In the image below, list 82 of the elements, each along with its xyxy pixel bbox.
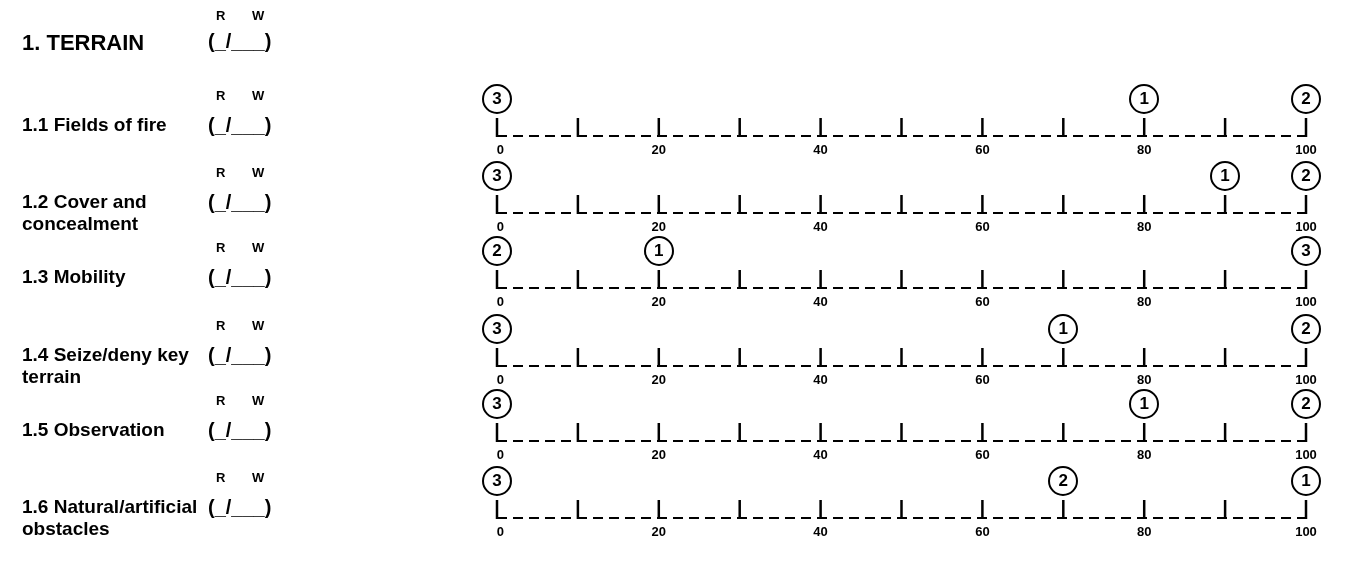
column-header: W	[252, 393, 265, 408]
column-header: W	[252, 165, 265, 180]
scale-number: 80	[1136, 372, 1152, 387]
scale-number: 60	[975, 447, 990, 462]
scale-number: 0	[496, 372, 505, 387]
column-header: R	[216, 88, 226, 103]
circled-number: 2	[482, 236, 512, 266]
scale-number: 40	[813, 447, 828, 462]
column-header: R	[216, 165, 226, 180]
scale-number: 20	[651, 142, 667, 157]
circled-number: 1	[1291, 466, 1321, 496]
scale-number: 100	[1295, 219, 1317, 234]
circled-number: 1	[1210, 161, 1241, 191]
column-header: R	[216, 393, 226, 408]
scale-number: 20	[651, 294, 667, 309]
circled-number: 3	[1291, 236, 1321, 266]
scale-number: 60	[975, 524, 990, 539]
scale-number: 20	[651, 524, 667, 539]
scale-number: 0	[496, 219, 505, 234]
scale-number: 80	[1136, 142, 1152, 157]
circled-number: 2	[1291, 161, 1321, 191]
column-header: W	[252, 318, 265, 333]
score-blank: (_/___)	[208, 344, 272, 367]
scale-number: 100	[1295, 524, 1317, 539]
item-label: 1.6 Natural/artificial obstacles	[22, 496, 199, 540]
scale-number: 100	[1295, 294, 1317, 309]
scale-number: 80	[1136, 219, 1152, 234]
circled-number: 2	[1048, 466, 1079, 496]
scale-number: 40	[813, 294, 828, 309]
column-header: R	[216, 240, 226, 255]
item-label: 1.5 Observation	[22, 419, 166, 441]
scale-number: 0	[496, 447, 505, 462]
circled-number: 1	[1048, 314, 1079, 344]
scale-number: 0	[496, 142, 505, 157]
circled-number: 3	[482, 314, 512, 344]
column-header: W	[252, 240, 265, 255]
scale-number: 100	[1295, 372, 1317, 387]
scale-number: 80	[1136, 447, 1152, 462]
column-header: W	[252, 88, 265, 103]
score-blank: (_/___)	[208, 191, 272, 214]
scale-number: 60	[975, 219, 990, 234]
item-label: 1.3 Mobility	[22, 266, 127, 288]
circled-number: 3	[482, 389, 512, 419]
circled-number: 1	[643, 236, 674, 266]
column-header: W	[252, 470, 265, 485]
scale-number: 20	[651, 372, 667, 387]
item-label: 1.4 Seize/deny key terrain	[22, 344, 190, 388]
score-blank: (_/___)	[208, 419, 272, 442]
scale-number: 80	[1136, 524, 1152, 539]
circled-number: 2	[1291, 84, 1321, 114]
scale-number: 20	[651, 447, 667, 462]
item-label: 1.1 Fields of fire	[22, 114, 168, 136]
scale-number: 60	[975, 294, 990, 309]
scale-number: 100	[1295, 447, 1317, 462]
scale-number: 40	[813, 142, 828, 157]
score-blank: (_/___)	[208, 114, 272, 137]
scale-number: 100	[1295, 142, 1317, 157]
scale-number: 0	[496, 524, 505, 539]
score-blank: (_/___)	[208, 496, 272, 519]
score-blank: (_/___)	[208, 30, 272, 53]
scale-number: 60	[975, 372, 990, 387]
score-blank: (_/___)	[208, 266, 272, 289]
circled-number: 2	[1291, 314, 1321, 344]
column-header: W	[252, 8, 265, 23]
scale-number: 40	[813, 372, 828, 387]
scale-number: 60	[975, 142, 990, 157]
scale-number: 40	[813, 219, 828, 234]
item-label: 1.2 Cover and concealment	[22, 191, 148, 235]
circled-number: 2	[1291, 389, 1321, 419]
column-header: R	[216, 470, 226, 485]
circled-number: 3	[482, 161, 512, 191]
column-header: R	[216, 318, 226, 333]
section-heading: 1. TERRAIN	[22, 30, 145, 56]
scale-number: 0	[496, 294, 505, 309]
circled-number: 3	[482, 466, 512, 496]
circled-number: 1	[1129, 389, 1160, 419]
circled-number: 3	[482, 84, 512, 114]
circled-number: 1	[1129, 84, 1160, 114]
scale-number: 40	[813, 524, 828, 539]
scale-number: 80	[1136, 294, 1152, 309]
column-header: R	[216, 8, 226, 23]
scale-number: 20	[651, 219, 667, 234]
